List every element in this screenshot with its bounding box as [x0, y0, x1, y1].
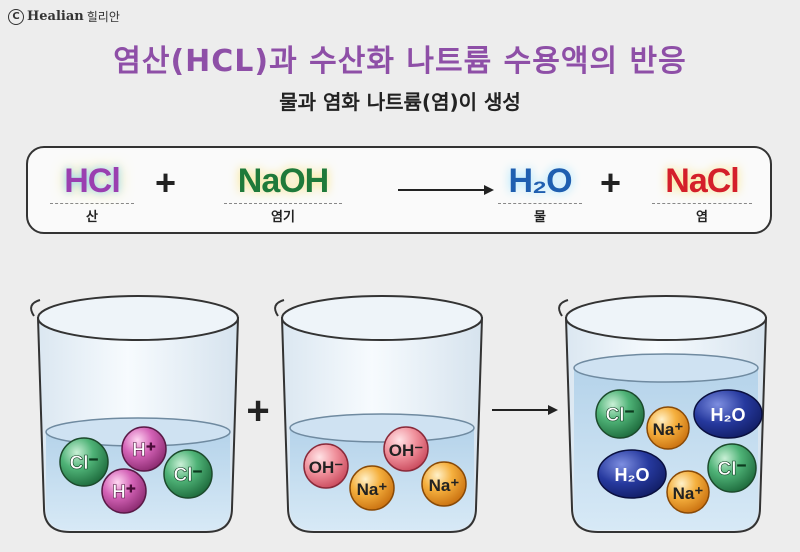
- equation-term-h2o: H₂O 물: [498, 162, 582, 225]
- svg-text:Cl⁻: Cl⁻: [173, 465, 202, 486]
- ion-cl-4: Cl⁻: [707, 443, 757, 493]
- reaction-equation-box: HCl 산 + NaOH 염기 H₂O 물 + NaCl 염: [26, 146, 772, 234]
- water-label: 물: [498, 203, 582, 225]
- ion-cl-1: Cl⁻: [59, 437, 109, 487]
- equation-plus-1: +: [155, 162, 177, 203]
- diagram-title: 염산(HCL)과 수산화 나트륨 수용액의 반응: [113, 44, 687, 79]
- beakers-plus: +: [246, 389, 269, 433]
- ion-na-2: Na⁺: [421, 461, 467, 507]
- naoh-formula: NaOH: [237, 162, 329, 200]
- beakers-arrow-icon: [492, 405, 558, 415]
- salt-label: 염: [652, 203, 752, 225]
- svg-text:H⁺: H⁺: [132, 440, 156, 461]
- molecule-h2o-2: H₂O: [597, 449, 667, 499]
- beaker-hcl: [30, 295, 240, 533]
- hcl-formula: HCl: [64, 162, 121, 200]
- equation-term-hcl: HCl 산: [50, 162, 134, 225]
- ion-na-4: Na⁺: [666, 470, 710, 514]
- svg-text:Na⁺: Na⁺: [653, 420, 684, 439]
- svg-text:Na⁺: Na⁺: [429, 476, 460, 495]
- nacl-formula: NaCl: [665, 162, 739, 200]
- equation-plus-2: +: [600, 162, 622, 203]
- ion-h-2: H⁺: [101, 468, 147, 514]
- base-label: 염기: [224, 203, 342, 225]
- brand-name-korean: 힐리안: [86, 10, 120, 24]
- copyright-icon: C: [8, 8, 24, 25]
- beaker-naoh: [274, 295, 484, 533]
- ion-h-1: H⁺: [121, 426, 167, 472]
- svg-text:Cl⁻: Cl⁻: [717, 459, 746, 480]
- svg-text:OH⁻: OH⁻: [389, 441, 424, 460]
- ion-na-1: Na⁺: [349, 465, 395, 511]
- svg-text:Cl⁻: Cl⁻: [69, 453, 98, 474]
- equation-term-nacl: NaCl 염: [652, 162, 752, 225]
- brand-logo: C Healian 힐리안: [8, 8, 120, 25]
- h2o-formula: H₂O: [508, 162, 572, 200]
- ion-oh-2: OH⁻: [383, 426, 429, 472]
- equation-term-naoh: NaOH 염기: [224, 162, 342, 225]
- svg-text:Na⁺: Na⁺: [357, 480, 388, 499]
- svg-text:OH⁻: OH⁻: [309, 458, 344, 477]
- reaction-arrow-icon: [398, 185, 494, 195]
- molecule-h2o-1: H₂O: [693, 389, 763, 439]
- beaker-products: [558, 295, 768, 533]
- ion-oh-1: OH⁻: [303, 443, 349, 489]
- acid-label: 산: [50, 203, 134, 225]
- svg-text:H₂O: H₂O: [711, 405, 746, 425]
- svg-text:H₂O: H₂O: [615, 465, 650, 485]
- svg-text:Cl⁻: Cl⁻: [605, 405, 634, 426]
- svg-text:H⁺: H⁺: [112, 482, 136, 503]
- ion-na-3: Na⁺: [646, 406, 690, 450]
- diagram-subtitle: 물과 염화 나트륨(염)이 생성: [279, 90, 521, 114]
- ion-cl-3: Cl⁻: [595, 389, 645, 439]
- brand-name: Healian: [27, 9, 84, 24]
- svg-text:Na⁺: Na⁺: [673, 484, 704, 503]
- ion-cl-2: Cl⁻: [163, 449, 213, 499]
